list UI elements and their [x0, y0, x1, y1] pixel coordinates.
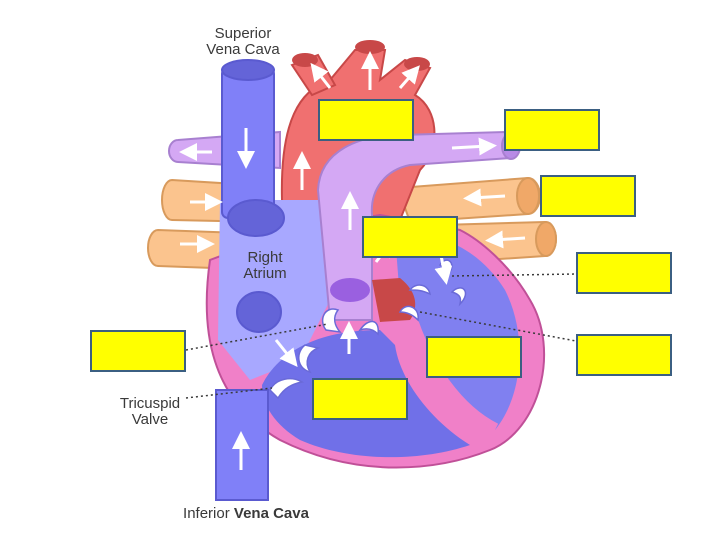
label-box-4[interactable] [362, 216, 458, 258]
superior-vena-cava-label: Superior Vena Cava [190, 26, 296, 58]
tricuspid-valve-label: Tricuspid Valve [104, 396, 196, 428]
label-box-3[interactable] [540, 175, 636, 217]
label-box-5[interactable] [576, 252, 672, 294]
inferior-vena-cava-label: Inferior Vena Cava [160, 506, 332, 522]
label-box-1[interactable] [318, 99, 414, 141]
right-atrium-label-line1: Right [247, 249, 283, 266]
inferior-label-suffix: Vena Cava [233, 505, 309, 522]
superior-label-line2: Vena Cava [206, 40, 280, 58]
tricuspid-label-line2: Valve [131, 410, 169, 428]
superior-vena-cava [221, 59, 285, 237]
right-atrium-label: Right Atrium [232, 250, 298, 282]
label-box-8[interactable] [576, 334, 672, 376]
coronary-sinus [236, 291, 282, 333]
left-ventricle [395, 234, 520, 430]
right-atrium-label-line2: Atrium [243, 264, 287, 282]
label-box-2[interactable] [504, 109, 600, 151]
pulmonary-artery [316, 130, 521, 321]
superior-label-line1: Superior [214, 25, 272, 42]
label-box-9[interactable] [312, 378, 408, 420]
label-box-7[interactable] [426, 336, 522, 378]
heart-valves [269, 259, 467, 400]
tricuspid-label-line1: Tricuspid [119, 395, 181, 412]
inferior-label-prefix: Inferior [183, 505, 230, 522]
septum [398, 298, 499, 437]
right-atrium [218, 200, 330, 380]
leader-lines [185, 273, 577, 399]
label-box-6[interactable] [90, 330, 186, 372]
